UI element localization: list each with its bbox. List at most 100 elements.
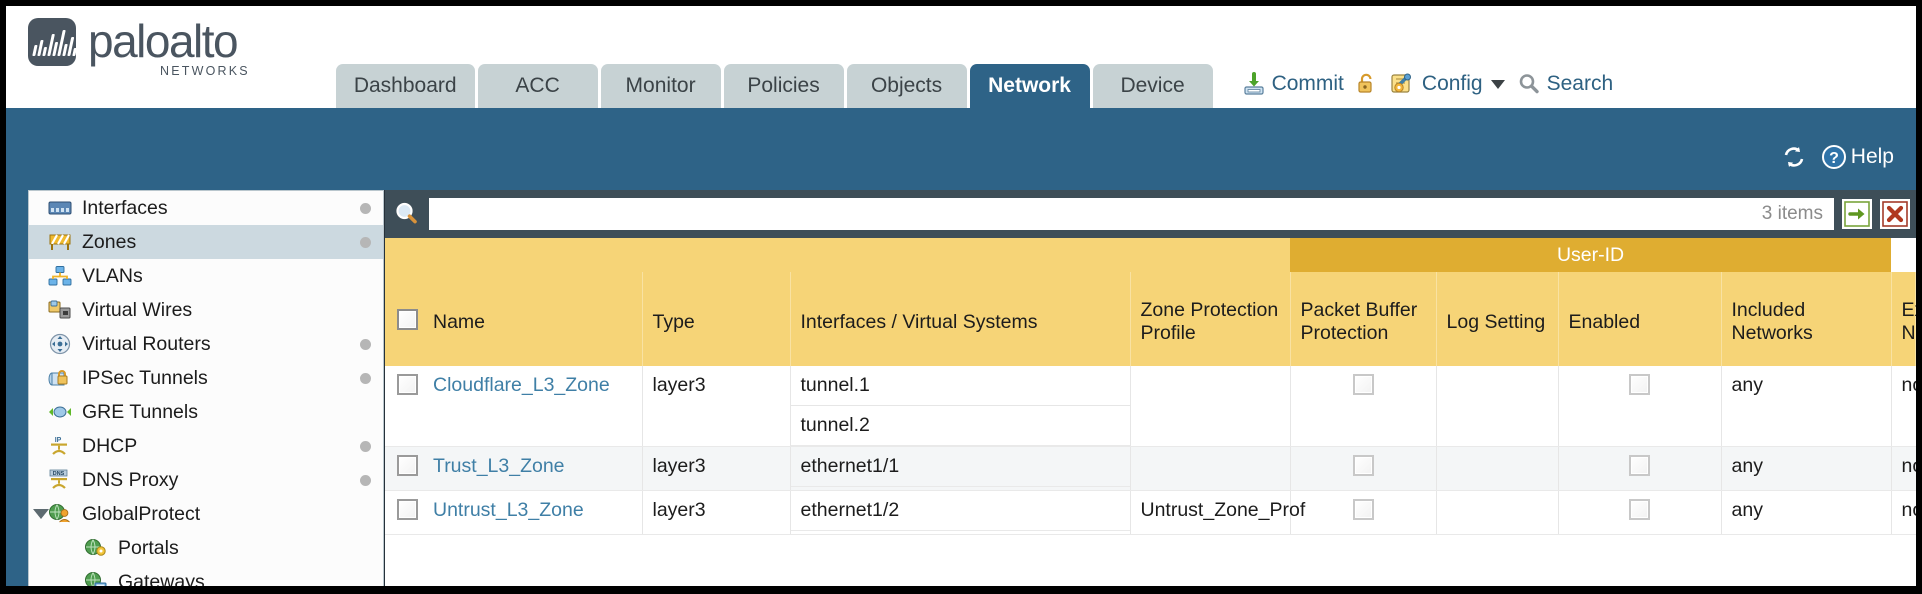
- cell-excluded-networks: none: [1891, 446, 1916, 491]
- filter-bar: 3 items: [385, 190, 1916, 238]
- select-all-checkbox[interactable]: [397, 308, 418, 330]
- expand-collapse-triangle-icon[interactable]: [33, 509, 49, 519]
- zone-name-link[interactable]: Untrust_L3_Zone: [433, 499, 584, 521]
- packet-buffer-protection-checkbox[interactable]: [1352, 499, 1374, 520]
- green-arrow-apply-icon: [1844, 201, 1870, 227]
- tab-network[interactable]: Network: [969, 64, 1090, 108]
- table-empty-space: [385, 534, 1916, 586]
- refresh-button[interactable]: [1781, 145, 1807, 169]
- sidebar-item-label: Zones: [82, 230, 137, 253]
- sidebar-item-zones[interactable]: Zones: [29, 225, 383, 259]
- sidebar-item-label: DHCP: [82, 434, 138, 457]
- column-header-included-networks[interactable]: Included Networks: [1721, 272, 1892, 366]
- tab-monitor[interactable]: Monitor: [600, 64, 721, 108]
- tab-dashboard[interactable]: Dashboard: [335, 64, 475, 108]
- cell-packet-buffer-protection: [1290, 446, 1437, 491]
- sidebar-item-ipsec-tunnels[interactable]: IPSec Tunnels: [29, 361, 383, 395]
- column-header-log-setting[interactable]: Log Setting: [1436, 272, 1559, 366]
- refresh-icon: [1784, 147, 1804, 167]
- search-magnifier-icon: [1519, 74, 1539, 94]
- gateways-icon: [83, 571, 109, 586]
- sidebar-item-label: IPSec Tunnels: [82, 366, 208, 389]
- userid-enabled-checkbox[interactable]: [1629, 455, 1650, 476]
- commit-label: Commit: [1271, 72, 1344, 95]
- row-select-cell: [385, 446, 427, 491]
- sidebar-item-status-dot: [360, 440, 371, 452]
- column-header-packet-buffer-protection[interactable]: Packet Buffer Protection: [1290, 272, 1437, 366]
- tab-policies[interactable]: Policies: [723, 64, 844, 108]
- column-header-excluded-networks[interactable]: Excluded Networks: [1891, 272, 1916, 366]
- userid-enabled-checkbox[interactable]: [1629, 499, 1650, 520]
- column-header-name[interactable]: Name: [427, 272, 643, 366]
- column-header-type[interactable]: Type: [642, 272, 791, 366]
- sidebar-item-virtual-routers[interactable]: Virtual Routers: [29, 327, 383, 361]
- sidebar-item-virtual-wires[interactable]: Virtual Wires: [29, 293, 383, 327]
- help-button[interactable]: ? Help: [1821, 144, 1894, 170]
- header-actions: Commit Config: [1242, 72, 1614, 96]
- userid-enabled-checkbox[interactable]: [1629, 374, 1650, 395]
- search-input[interactable]: 3 items: [429, 198, 1834, 230]
- sidebar-item-gre-tunnels[interactable]: GRE Tunnels: [29, 395, 383, 429]
- clear-filter-button[interactable]: [1880, 199, 1910, 229]
- table-empty-cell: [385, 534, 1916, 586]
- sidebar-item-interfaces[interactable]: Interfaces: [29, 191, 383, 225]
- row-select-checkbox[interactable]: [397, 499, 418, 520]
- cell-type: layer3: [642, 490, 791, 535]
- sidebar-item-portals[interactable]: Portals: [29, 531, 383, 565]
- packet-buffer-protection-checkbox[interactable]: [1352, 374, 1374, 395]
- column-header-interfaces-virtual-systems[interactable]: Interfaces / Virtual Systems: [790, 272, 1131, 366]
- svg-text:DNS: DNS: [53, 471, 65, 477]
- sidebar-item-label: Virtual Routers: [82, 332, 211, 355]
- tab-objects[interactable]: Objects: [846, 64, 967, 108]
- sidebar-item-label: Portals: [118, 536, 179, 559]
- search-button[interactable]: Search: [1517, 72, 1614, 96]
- sidebar-item-status-dot: [360, 338, 371, 350]
- packet-buffer-protection-checkbox[interactable]: [1352, 455, 1374, 476]
- cell-log-setting: [1436, 446, 1559, 491]
- group-header-row: User-ID: [385, 238, 1916, 272]
- tab-device[interactable]: Device: [1092, 64, 1213, 108]
- zones-panel: 3 items: [384, 190, 1916, 586]
- commit-button[interactable]: Commit: [1242, 72, 1344, 96]
- apply-filter-button[interactable]: [1842, 199, 1872, 229]
- brand-name: paloalto: [88, 15, 239, 68]
- config-dropdown[interactable]: Config: [1390, 72, 1505, 96]
- lock-button[interactable]: [1356, 72, 1378, 96]
- sidebar-item-gateways[interactable]: Gateways: [29, 565, 383, 593]
- tab-acc[interactable]: ACC: [477, 64, 598, 108]
- select-all-header: [385, 272, 427, 366]
- group-header-user-id: User-ID: [1290, 238, 1892, 272]
- cell-included-networks: any: [1721, 366, 1892, 447]
- row-select-checkbox[interactable]: [397, 374, 418, 395]
- row-select-checkbox[interactable]: [397, 455, 418, 476]
- zone-name-link[interactable]: Trust_L3_Zone: [433, 455, 565, 477]
- column-header-enabled[interactable]: Enabled: [1558, 272, 1722, 366]
- sidebar-item-vlans[interactable]: VLANs: [29, 259, 383, 293]
- sub-toolbar: ? Help: [6, 108, 1916, 190]
- cell-name: Untrust_L3_Zone: [427, 490, 643, 535]
- sidebar-item-globalprotect[interactable]: GlobalProtect: [29, 497, 383, 531]
- search-label: Search: [1546, 72, 1614, 95]
- sidebar-item-label: Gateways: [118, 570, 205, 593]
- zone-name-link[interactable]: Cloudflare_L3_Zone: [433, 374, 610, 396]
- sidebar-item-status-dot: [360, 236, 371, 248]
- ipsec-tunnels-icon: [47, 367, 73, 389]
- cell-log-setting: [1436, 366, 1559, 447]
- sidebar-item-label: Virtual Wires: [82, 298, 193, 321]
- interfaces-icon: [47, 197, 73, 219]
- group-header-spacer: [385, 238, 1290, 272]
- commit-download-icon: [1243, 72, 1264, 95]
- column-header-zone-protection-profile[interactable]: Zone Protection Profile: [1130, 272, 1291, 366]
- brand-logo: paloalto NETWORKS: [28, 18, 250, 78]
